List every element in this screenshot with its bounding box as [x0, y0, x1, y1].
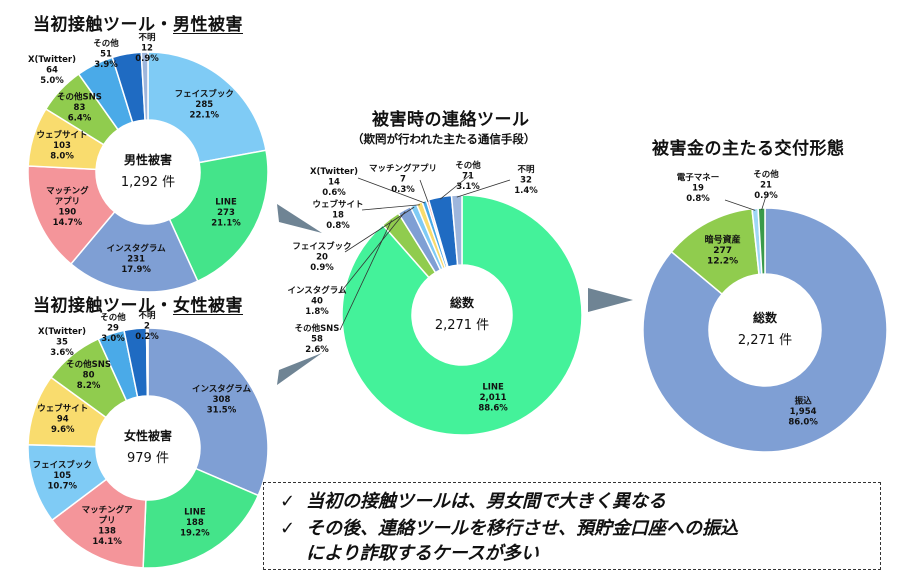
slice-1	[142, 467, 260, 569]
slice-0	[147, 51, 267, 164]
female-title-underlined: 女性被害	[173, 296, 243, 316]
slice-3	[27, 165, 116, 266]
slice-0	[147, 327, 269, 497]
center-value: 2,271 件	[435, 318, 489, 333]
leader-line	[761, 195, 767, 211]
donut-hole	[97, 121, 199, 223]
leader-line	[339, 211, 406, 294]
note-line-3: により詐取するケースが多い	[306, 539, 539, 565]
arrow-male-to-contact	[277, 204, 322, 233]
male-title-underlined: 男性被害	[173, 15, 243, 35]
leader-line	[344, 206, 415, 253]
slice-8	[450, 194, 463, 267]
contact-chart-title: 被害時の連絡ツール	[372, 110, 530, 130]
donut-hole	[710, 275, 820, 385]
center-label: 総数	[450, 295, 475, 310]
leader-line	[419, 179, 429, 203]
contact-chart-subtitle: （欺罔が行われた主たる通信手段）	[352, 132, 536, 146]
leader-line	[357, 177, 426, 204]
leader-line	[456, 179, 511, 198]
payment-chart-title: 被害金の主たる交付形態	[652, 139, 845, 159]
slice-8	[140, 51, 149, 121]
center-value: 2,271 件	[738, 333, 792, 348]
male-title-main: 当初接触ツール・	[33, 15, 173, 35]
center-value: 979 件	[127, 451, 169, 466]
leader-line	[440, 174, 471, 200]
center-label: 女性被害	[124, 428, 172, 443]
female-chart-title: 当初接触ツール・女性被害	[33, 291, 243, 316]
slice-0	[642, 207, 888, 453]
center-value: 1,292 件	[121, 175, 175, 190]
leader-line	[361, 204, 421, 211]
slice-3	[757, 207, 766, 275]
note-text-2b: により詐取するケースが多い	[306, 543, 539, 564]
note-line-1: ✓ 当初の接触ツールは、男女間で大きく異なる	[280, 487, 666, 513]
conclusion-notes-box: ✓ 当初の接触ツールは、男女間で大きく異なる ✓ その後、連絡ツールを移行させ、預貯…	[263, 482, 881, 570]
slice-2	[69, 210, 199, 293]
check-icon: ✓	[280, 518, 296, 539]
center-label: 男性被害	[124, 152, 172, 167]
donut-hole	[413, 266, 511, 364]
slice-1	[168, 149, 269, 283]
slice-8	[145, 327, 149, 397]
arrow-female-to-contact	[277, 353, 322, 385]
slice-0	[341, 194, 583, 436]
donut-hole	[97, 397, 199, 499]
note-text-2a: その後、連絡ツールを移行させ、預貯金口座への振込	[306, 518, 738, 539]
male-chart-title: 当初接触ツール・男性被害	[33, 10, 243, 35]
note-text-1: 当初の接触ツールは、男女間で大きく異なる	[306, 491, 666, 512]
female-title-main: 当初接触ツール・	[33, 296, 173, 316]
arrow-contact-to-payment	[588, 288, 633, 312]
leader-line	[724, 199, 756, 211]
check-icon: ✓	[280, 491, 296, 512]
center-label: 総数	[753, 310, 778, 325]
note-line-2: ✓ その後、連絡ツールを移行させ、預貯金口座への振込	[280, 514, 738, 540]
leader-line	[339, 220, 392, 331]
